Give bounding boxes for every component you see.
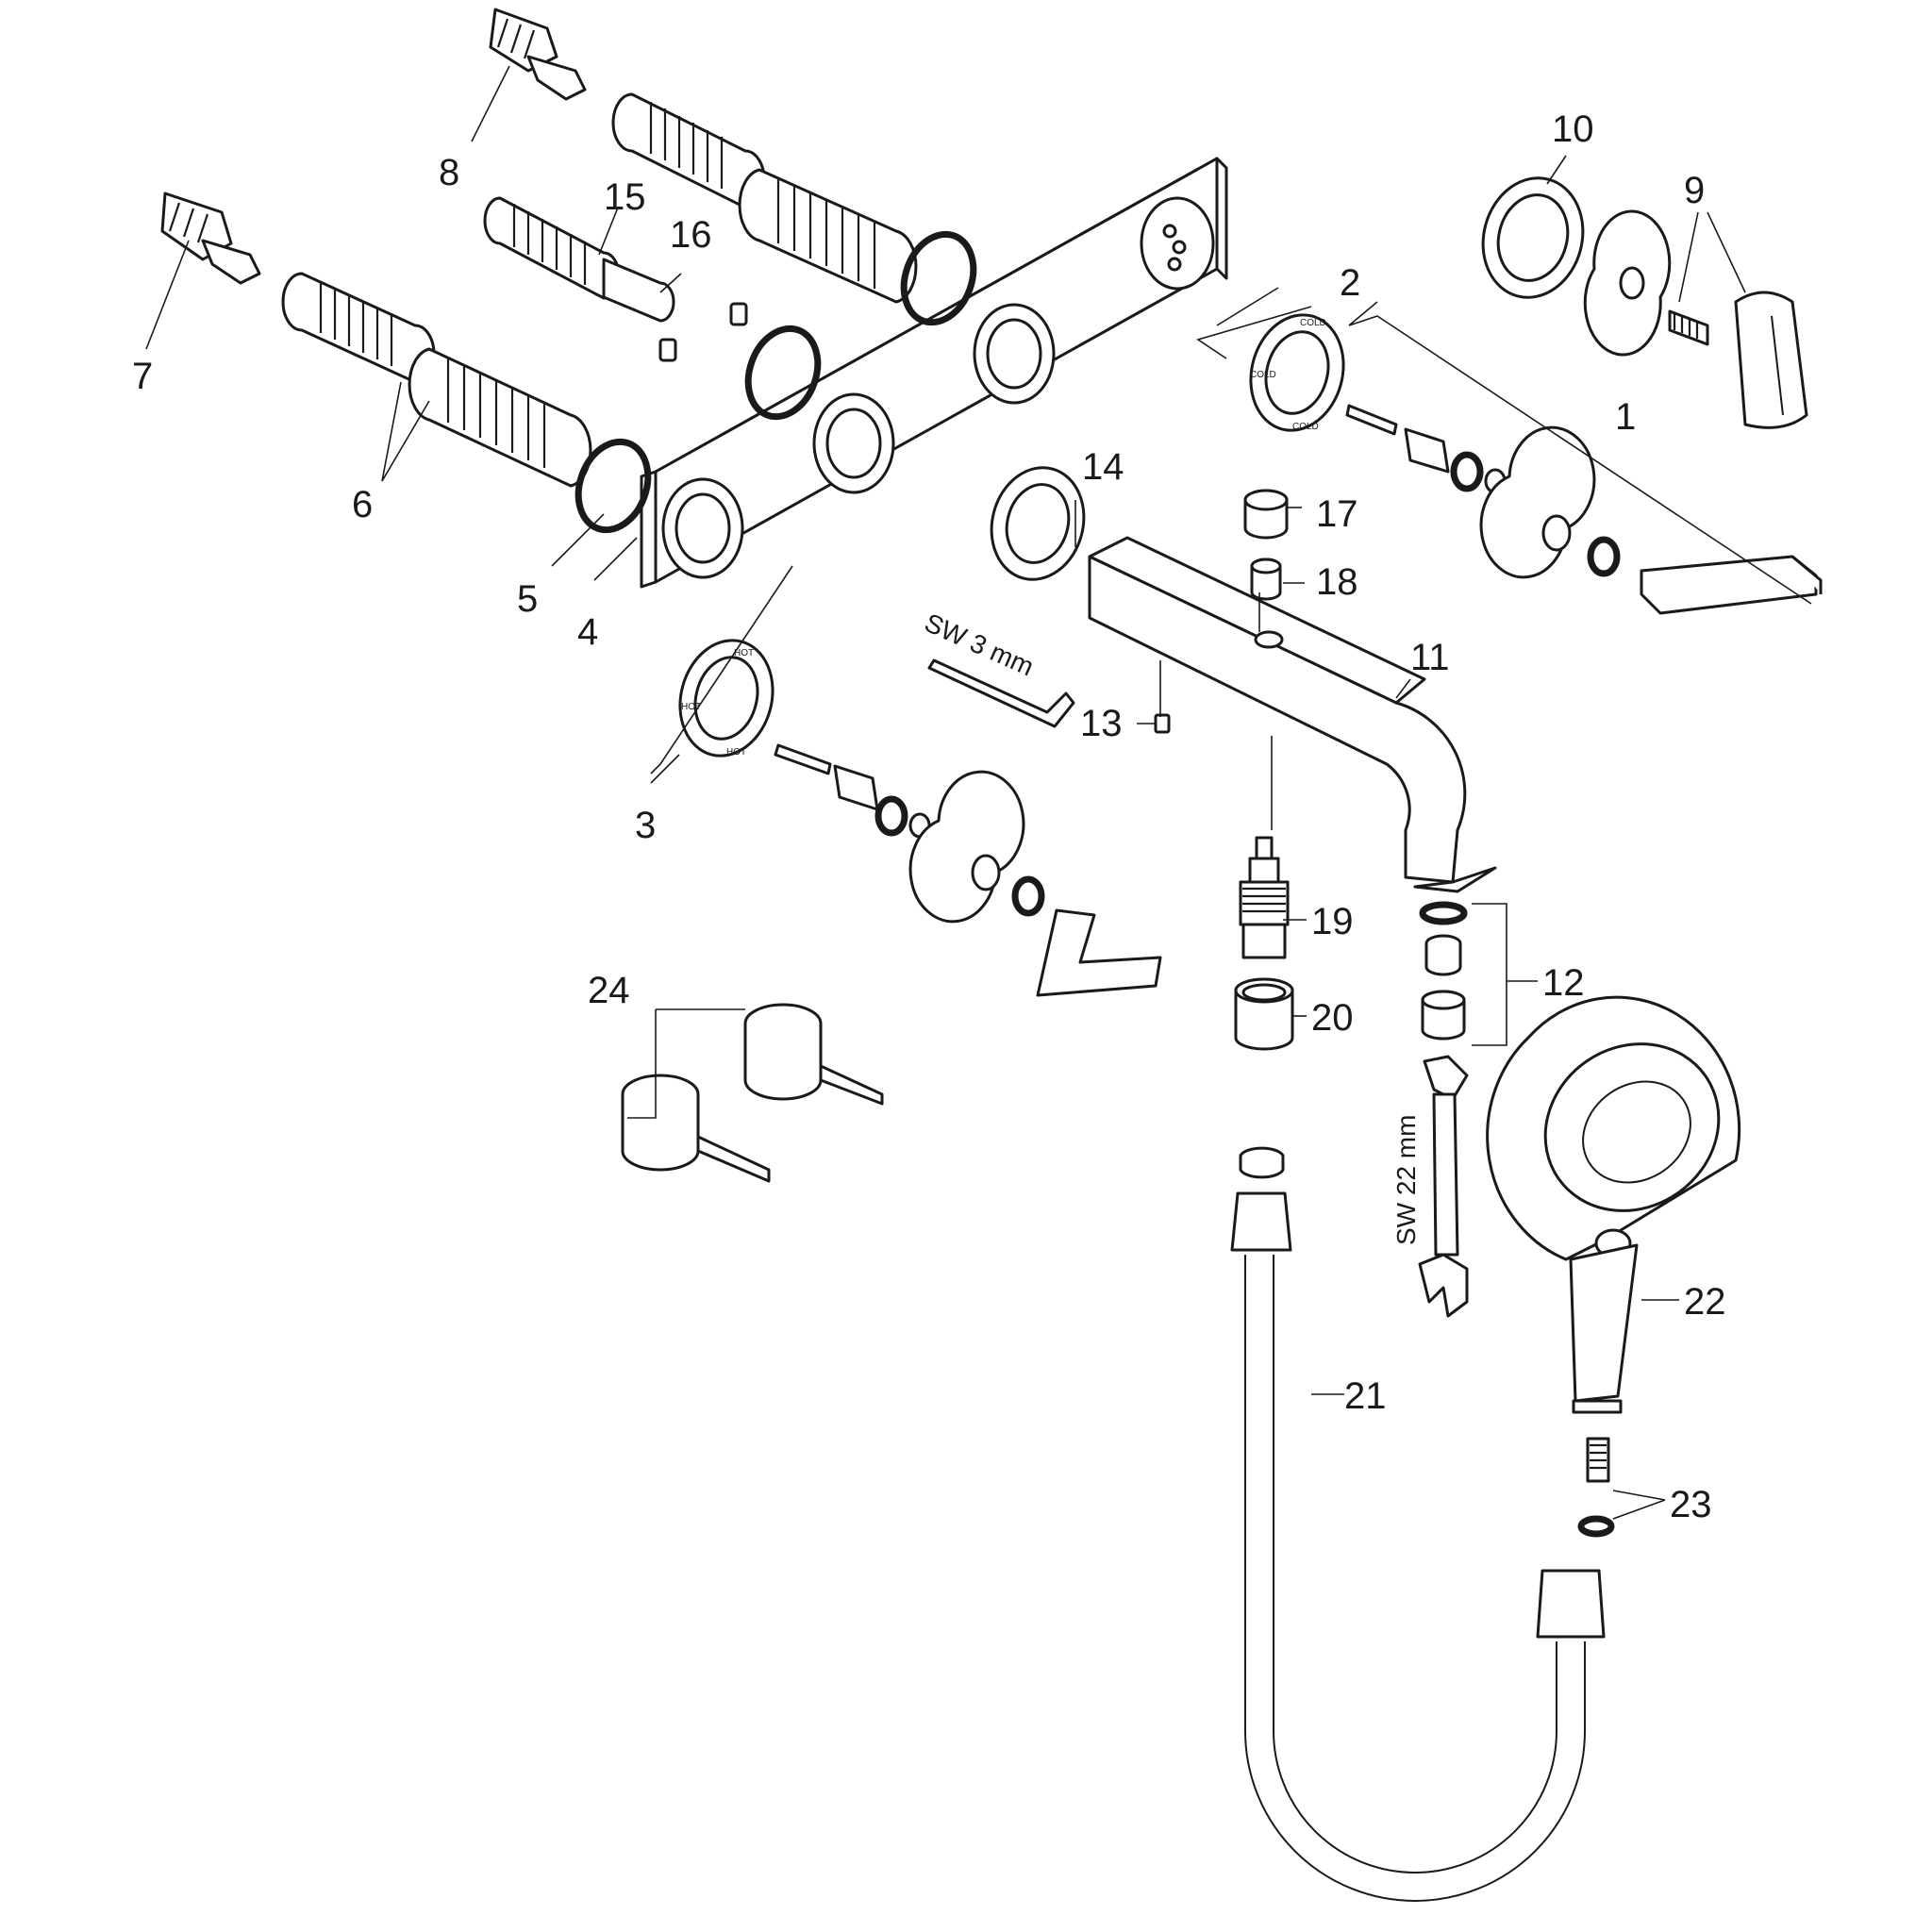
callout-3: 3 — [635, 805, 656, 846]
extension-sleeve-lower-large — [408, 347, 592, 488]
wall-plate — [640, 157, 1228, 589]
callout-16: 16 — [670, 214, 712, 256]
plate-hole-1 — [661, 477, 744, 579]
wrench-size-label: SW 22 mm — [1391, 1115, 1421, 1245]
open-end-wrench — [1418, 1055, 1469, 1318]
callout-11: 11 — [1410, 637, 1450, 678]
callout-21: 21 — [1344, 1375, 1387, 1417]
callout-5: 5 — [517, 578, 538, 620]
leader-lines — [145, 65, 1812, 1520]
shower-holder — [1583, 209, 1808, 429]
callout-22: 22 — [1684, 1281, 1726, 1323]
rosette-cold-label-a: COLD — [1300, 318, 1326, 328]
rosette-cold: COLD COLD COLD — [1249, 313, 1345, 432]
callout-18: 18 — [1316, 561, 1358, 603]
o-ring-mid — [744, 325, 822, 421]
callout-20: 20 — [1311, 997, 1354, 1039]
o-ring-upper — [900, 230, 977, 326]
cap-17 — [1243, 489, 1289, 540]
aerator-set-12 — [1419, 901, 1468, 1041]
rosette-hot-label-c: HOT — [726, 747, 746, 758]
rosette-hot-label-a: HOT — [734, 648, 754, 658]
callout-14: 14 — [1082, 446, 1124, 488]
aerator-20 — [1234, 977, 1294, 1051]
callout-23: 23 — [1670, 1484, 1712, 1525]
extension-sleeve-upper-large — [738, 168, 918, 304]
hand-shower — [1486, 995, 1741, 1414]
insert-18 — [1250, 558, 1282, 601]
plate-hole-3 — [973, 303, 1056, 405]
callout-19: 19 — [1311, 901, 1354, 942]
callout-9: 9 — [1684, 170, 1705, 211]
callout-13: 13 — [1080, 703, 1123, 744]
callout-12: 12 — [1542, 962, 1585, 1004]
rosette-cold-label-b: COLD — [1250, 370, 1276, 380]
callout-24: 24 — [588, 970, 630, 1011]
screw-small-b — [658, 338, 677, 362]
screw-small-a — [729, 302, 748, 326]
rosette-spout — [990, 466, 1086, 581]
callout-10: 10 — [1552, 108, 1594, 150]
rosette-top-right — [1481, 176, 1585, 299]
callout-4: 4 — [577, 611, 598, 653]
callout-17: 17 — [1316, 493, 1358, 535]
callout-2: 2 — [1340, 262, 1360, 304]
rosette-hot: HOT HOT HOT — [678, 639, 774, 758]
grub-screw — [1154, 713, 1171, 734]
hot-valve-assembly — [774, 743, 1162, 997]
plate-hole-2 — [812, 392, 895, 494]
valve-connector-lower — [160, 192, 261, 285]
plate-hole-4 — [1140, 196, 1215, 291]
o-ring-lower — [575, 438, 652, 534]
callout-7: 7 — [132, 356, 153, 397]
rosette-cold-label-c: COLD — [1292, 422, 1319, 432]
extension-sleeve-lower-small — [281, 272, 436, 384]
spout — [1088, 536, 1497, 893]
extension-set-24 — [621, 1003, 884, 1183]
extension-sleeve-mid — [483, 196, 675, 323]
diverter-cartridge — [1239, 836, 1290, 959]
hex-key — [927, 658, 1075, 728]
rosette-hot-label-b: HOT — [681, 702, 701, 712]
callout-15: 15 — [604, 176, 646, 218]
callout-8: 8 — [439, 152, 459, 193]
shower-hose — [1230, 1146, 1606, 1902]
adapter-23 — [1577, 1437, 1615, 1538]
cold-valve-assembly — [1345, 404, 1823, 615]
callout-1: 1 — [1615, 396, 1636, 438]
valve-connector-upper — [489, 8, 587, 101]
callout-6: 6 — [352, 484, 373, 525]
